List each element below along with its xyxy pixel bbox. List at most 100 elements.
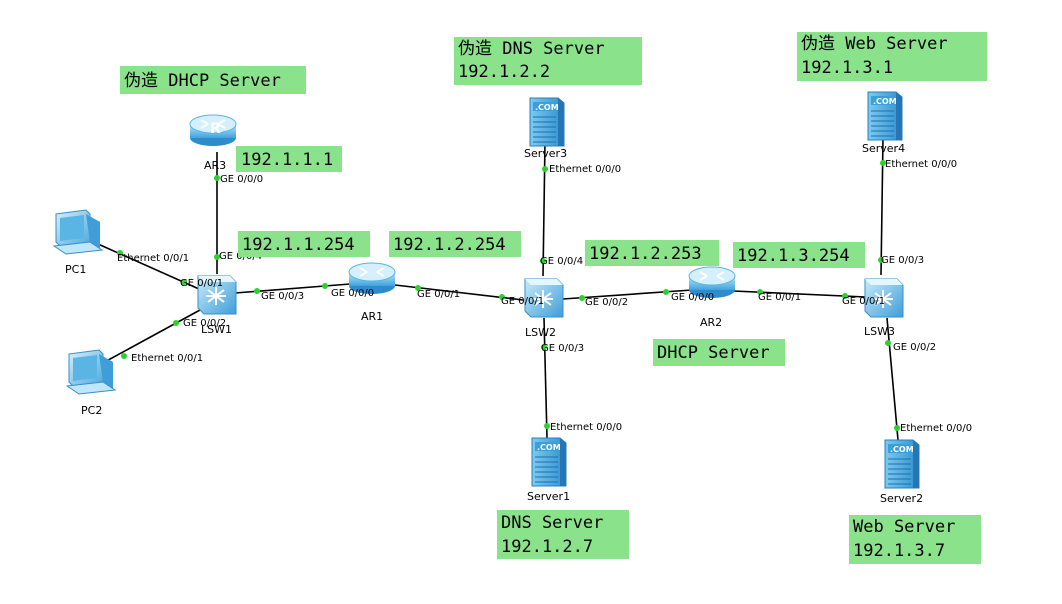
port-label-server1-e000: Ethernet 0/0/0 <box>550 422 622 433</box>
label-lsw1: LSW1 <box>201 323 232 336</box>
label-pc2: PC2 <box>81 404 102 417</box>
annotation-ar2-ip-left: 192.1.2.253 <box>585 240 719 266</box>
annotation-text: DHCP Server <box>657 343 770 363</box>
port-label-lsw1-g001: GE 0/0/1 <box>180 278 223 289</box>
port-label-lsw2-g002: GE 0/0/2 <box>585 297 628 308</box>
port-dot <box>541 344 547 350</box>
svg-text:R: R <box>210 121 221 137</box>
label-lsw3: LSW3 <box>864 325 895 338</box>
annotation-text: 192.1.3.1 <box>801 58 893 78</box>
port-label-ar1-g000: GE 0/0/0 <box>331 288 374 299</box>
port-dot <box>415 285 421 291</box>
annotation-text: 192.1.3.7 <box>853 541 945 561</box>
annotation-dhcp-server: DHCP Server <box>653 339 785 366</box>
com-badge: .COM <box>873 97 897 106</box>
com-badge: .COM <box>890 445 914 454</box>
port-label-lsw3-g001: GE 0/0/1 <box>842 296 885 307</box>
port-dot <box>663 289 669 295</box>
port-dot <box>540 258 546 264</box>
port-dot <box>579 295 585 301</box>
annotation-text: Web Server <box>853 517 955 537</box>
annotation-ar1-ip: 192.1.2.254 <box>389 231 521 257</box>
port-dot <box>117 250 123 256</box>
link-server3-lsw2 <box>542 141 546 277</box>
port-label-lsw3-g003: GE 0/0/3 <box>881 255 924 266</box>
port-dot <box>878 257 884 263</box>
port-dot <box>880 160 886 166</box>
port-label-ar2-g000: GE 0/0/0 <box>671 292 714 303</box>
server-server4[interactable]: .COM <box>867 91 903 141</box>
annotation-lsw1-gw: 192.1.1.254 <box>238 231 370 257</box>
port-label-ar1-g001: GE 0/0/1 <box>417 289 460 300</box>
annotation-dns-server: DNS Server 192.1.2.7 <box>497 510 629 559</box>
router-ar3[interactable]: R <box>189 114 237 147</box>
link-lsw3-server2 <box>886 317 899 441</box>
port-dot <box>842 293 848 299</box>
label-server2: Server2 <box>880 492 923 505</box>
annotation-text: DNS Server <box>501 513 603 533</box>
port-dot <box>894 425 900 431</box>
port-label-lsw3-g002: GE 0/0/2 <box>893 342 936 353</box>
annotation-text: 192.1.1.254 <box>242 235 355 255</box>
pc-pc1[interactable] <box>53 209 103 255</box>
com-badge: .COM <box>535 103 559 112</box>
port-dot <box>214 175 220 181</box>
label-pc1: PC1 <box>65 263 86 276</box>
port-dot <box>214 254 220 260</box>
port-label-lsw2-g001: GE 0/0/1 <box>501 296 544 307</box>
annotation-fake-web: 伪造 Web Server 192.1.3.1 <box>797 32 987 81</box>
annotation-fake-dhcp: 伪造 DHCP Server <box>120 66 306 94</box>
annotation-fake-dns: 伪造 DNS Server 192.1.2.2 <box>454 37 642 85</box>
port-dot <box>544 423 550 429</box>
annotation-text: 192.1.1.1 <box>241 150 333 170</box>
port-dot <box>181 279 187 285</box>
port-label-ar3-g000: GE 0/0/0 <box>220 174 263 185</box>
server-server2[interactable]: .COM <box>884 439 920 489</box>
annotation-text: 伪造 DHCP Server <box>124 71 281 91</box>
link-pc2-lsw1 <box>100 309 201 365</box>
links <box>97 137 899 441</box>
port-dot <box>322 283 328 289</box>
com-badge: .COM <box>537 443 561 452</box>
port-dot <box>757 289 763 295</box>
port-label-server4-e000: Ethernet 0/0/0 <box>885 159 957 170</box>
annotation-text: 192.1.2.2 <box>458 62 550 82</box>
port-label-lsw2-g003: GE 0/0/3 <box>541 343 584 354</box>
annotation-text: 伪造 DNS Server <box>458 39 605 59</box>
annotation-web-server: Web Server 192.1.3.7 <box>849 515 981 564</box>
annotation-ar2-ip-right: 192.1.3.254 <box>733 242 865 268</box>
annotation-text: 192.1.2.253 <box>589 244 702 264</box>
port-dot <box>173 320 179 326</box>
pc-pc2[interactable] <box>66 349 116 395</box>
annotation-text: 192.1.3.254 <box>737 246 850 266</box>
port-label-lsw2-g004: GE 0/0/4 <box>540 256 583 267</box>
port-label-server3-e000: Ethernet 0/0/0 <box>549 164 621 175</box>
annotation-text: 伪造 Web Server <box>801 34 948 54</box>
label-server3: Server3 <box>524 147 567 160</box>
port-dot <box>121 353 127 359</box>
port-dot <box>542 166 548 172</box>
port-dot <box>254 288 260 294</box>
annotation-text: 192.1.2.254 <box>393 235 506 255</box>
port-label-server2-e000: Ethernet 0/0/0 <box>900 423 972 434</box>
port-dot <box>499 294 505 300</box>
label-lsw2: LSW2 <box>525 326 556 339</box>
label-server4: Server4 <box>862 142 905 155</box>
port-label-pc1-e001: Ethernet 0/0/1 <box>117 253 189 264</box>
port-label-lsw1-g002: GE 0/0/2 <box>183 318 226 329</box>
link-lsw2-server1 <box>543 317 548 439</box>
device-labels: AR3 AR1 AR2 LSW1 LSW2 LSW3 Server3 Serve… <box>65 142 923 505</box>
label-ar3: AR3 <box>204 159 226 172</box>
label-ar2: AR2 <box>700 316 722 329</box>
annotation-text: 192.1.2.7 <box>501 537 593 557</box>
server-server1[interactable]: .COM <box>531 437 567 487</box>
port-label-ar2-g001: GE 0/0/1 <box>758 292 801 303</box>
server-server3[interactable]: .COM <box>529 97 565 147</box>
port-label-pc2-e001: Ethernet 0/0/1 <box>131 353 203 364</box>
label-ar1: AR1 <box>361 310 383 323</box>
port-label-lsw1-g003: GE 0/0/3 <box>261 291 304 302</box>
port-dot <box>885 340 891 346</box>
port-dots <box>117 160 900 431</box>
annotation-ar3-ip: 192.1.1.1 <box>236 146 342 172</box>
